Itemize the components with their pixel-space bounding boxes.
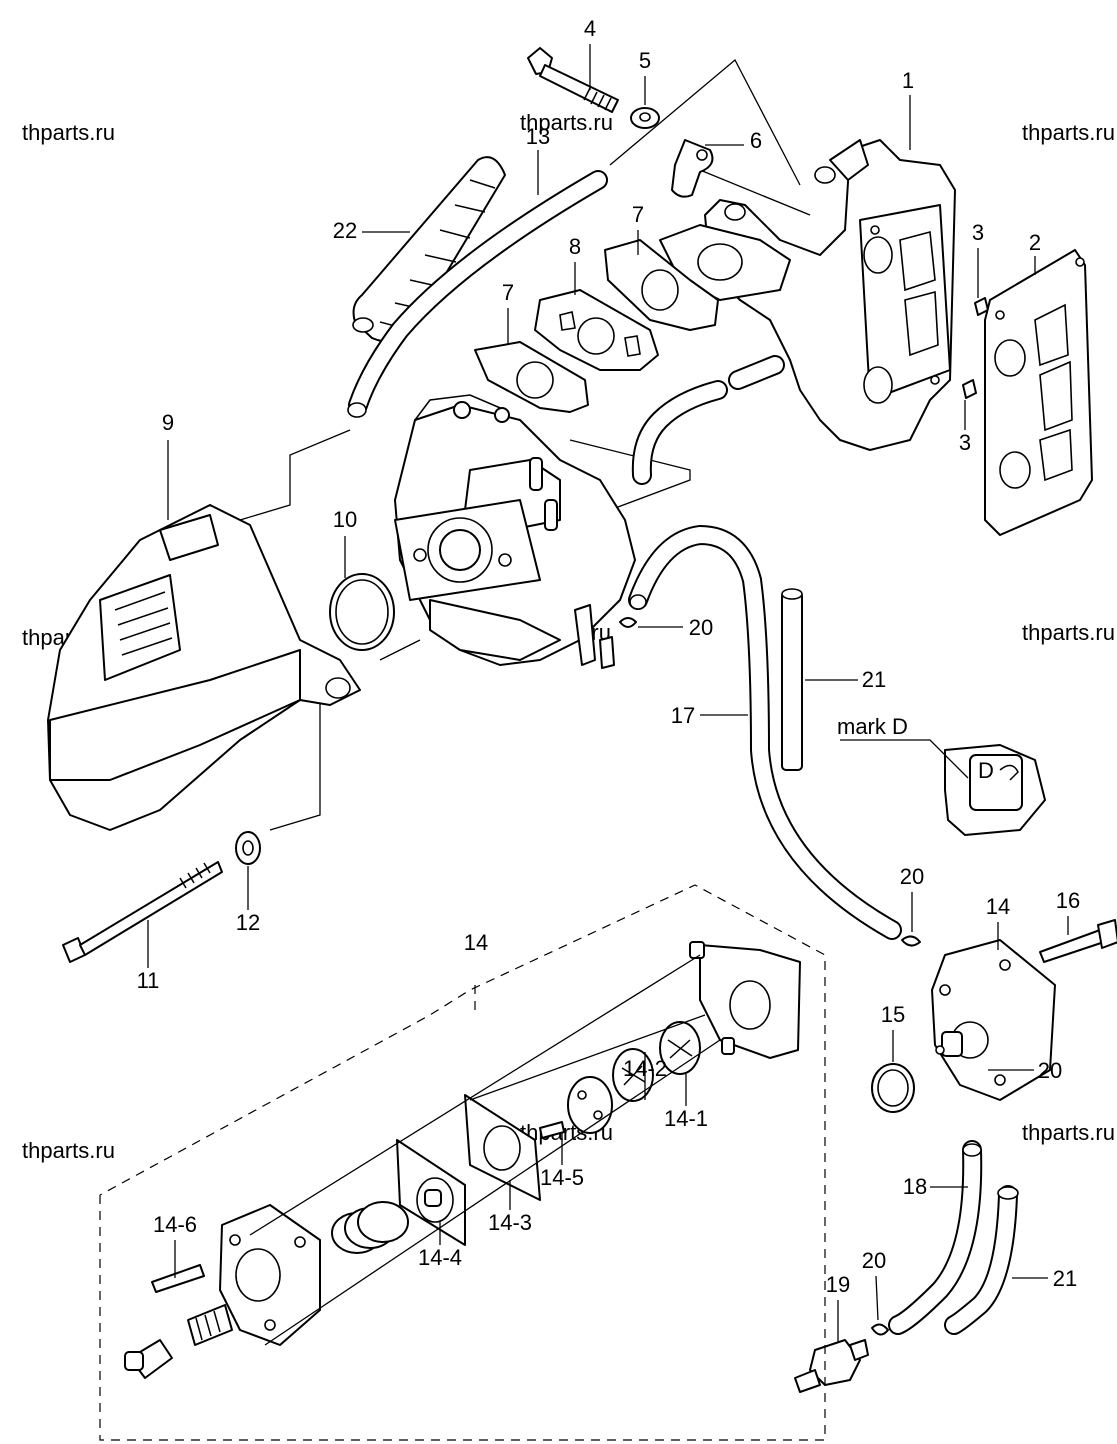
fuel-hose-part-17 [628, 524, 902, 940]
clip-part-20-pump-top [901, 935, 921, 947]
clip-part-20-carb [619, 617, 637, 628]
spring-exploded [331, 1201, 409, 1254]
pump-body-exploded [689, 941, 801, 1059]
hose-part-21-curved [944, 1185, 1019, 1335]
washer-part-12 [235, 831, 261, 865]
diaphragm-part-14-4 [396, 1139, 466, 1246]
callout-1: 1 [902, 68, 914, 93]
mark-d-label: mark D [837, 714, 908, 739]
callout-14-exploded: 14 [464, 930, 488, 955]
watermark-top-left: thparts.ru [22, 120, 115, 145]
gasket-part-14-3 [464, 1094, 541, 1201]
o-ring-part-15 [871, 1063, 915, 1113]
diaphragm-part-14-1 [659, 1021, 701, 1075]
callout-11: 11 [137, 968, 160, 993]
watermark-bottom-left: thparts.ru [22, 1138, 115, 1163]
callout-18: 18 [903, 1174, 927, 1199]
callout-10: 10 [333, 507, 357, 532]
bolt-part-11 [62, 861, 223, 963]
gasket-part-7-upper [604, 239, 719, 331]
callout-4: 4 [584, 16, 596, 41]
mark-d-detail: D mark D [837, 714, 1046, 836]
fuel-pump-part-14 [931, 939, 1056, 1101]
watermark-top-right: thparts.ru [1022, 120, 1115, 145]
o-ring-part-10 [329, 573, 395, 651]
callout-21-curved: 21 [1053, 1266, 1077, 1291]
screw-part-16 [1039, 919, 1117, 963]
washer-part-5 [630, 107, 660, 129]
callout-14-6: 14-6 [153, 1212, 197, 1237]
screw-part-14-5 [539, 1121, 565, 1139]
callout-5: 5 [639, 48, 651, 73]
callouts: 1 2 3 3 4 5 6 7 8 7 9 10 11 12 13 14 14 [137, 16, 1080, 1342]
callout-3-lower: 3 [959, 430, 971, 455]
mark-d-letter: D [978, 758, 994, 783]
callout-7-lower: 7 [502, 280, 514, 305]
alignment-lines [239, 58, 811, 831]
callout-2: 2 [1029, 230, 1041, 255]
callout-20-carb: 20 [689, 615, 713, 640]
callout-16: 16 [1056, 888, 1080, 913]
callout-14-pump: 14 [986, 894, 1010, 919]
callout-21-straight: 21 [862, 667, 886, 692]
exploded-leaders [249, 954, 721, 1346]
callout-12: 12 [236, 910, 260, 935]
callout-19: 19 [826, 1272, 850, 1297]
watermark-top-center: thparts.ru [520, 110, 613, 135]
watermark-bottom-right: thparts.ru [1022, 1120, 1115, 1145]
callout-17: 17 [671, 703, 695, 728]
valve-plate-exploded [567, 1076, 613, 1134]
callout-8: 8 [569, 234, 581, 259]
clamp-part-6 [671, 139, 714, 198]
callout-9: 9 [162, 410, 174, 435]
pump-cover-exploded [219, 1204, 321, 1346]
hose-part-13 [347, 170, 608, 418]
plunger-exploded [124, 1339, 173, 1379]
clip-part-20-connector [871, 1323, 889, 1336]
callout-14-5: 14-5 [540, 1165, 584, 1190]
carburetor [394, 394, 636, 669]
connector-part-19 [794, 1339, 869, 1393]
valve-part-14-2 [612, 1048, 654, 1102]
silencer-part-9 [47, 504, 361, 831]
screw-part-14-6 [151, 1264, 205, 1293]
callout-20-pump-top: 20 [900, 864, 924, 889]
small-spring-exploded [187, 1304, 233, 1346]
callout-14-3: 14-3 [488, 1210, 532, 1235]
callout-22: 22 [333, 218, 357, 243]
hose-part-21-straight [781, 588, 803, 771]
callout-7-upper: 7 [632, 202, 644, 227]
gasket-part-2 [984, 249, 1093, 536]
callout-14-1: 14-1 [664, 1106, 708, 1131]
callout-6: 6 [750, 128, 762, 153]
insulator-part-8 [534, 289, 659, 371]
callout-3-upper: 3 [972, 220, 984, 245]
callout-14-4: 14-4 [418, 1245, 462, 1270]
callout-13: 13 [526, 124, 550, 149]
hose-part-18 [888, 1140, 983, 1335]
exploded-pump-boundary [99, 884, 826, 1441]
callout-15: 15 [881, 1002, 905, 1027]
gasket-part-7-lower [474, 341, 589, 413]
dowel-pin-part-3-lower [962, 379, 977, 399]
short-hose-carb [631, 355, 785, 485]
callout-20-connector: 20 [862, 1248, 886, 1273]
watermark-mid-right: thparts.ru [1022, 620, 1115, 645]
callout-20-pump-bottom: 20 [1038, 1058, 1062, 1083]
bolt-part-4 [527, 47, 619, 113]
